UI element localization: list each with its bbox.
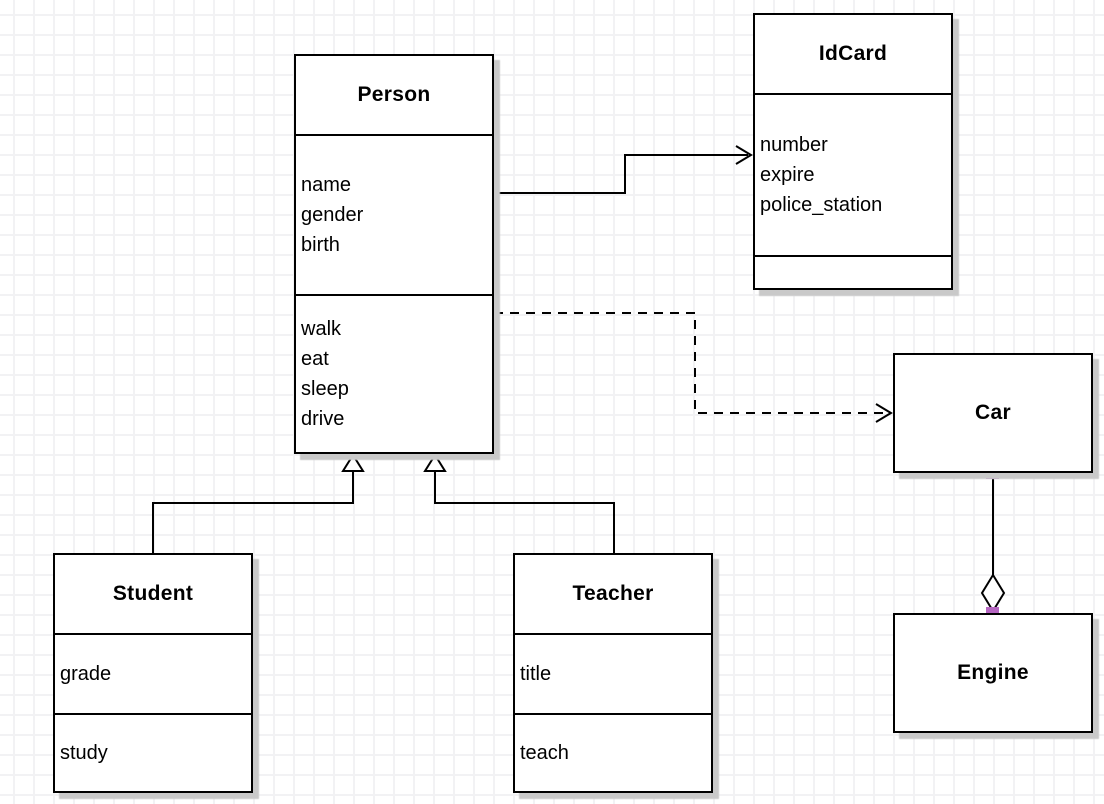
class-person[interactable]: Person name gender birth walk eat sleep …	[294, 54, 494, 454]
generalization-student-person[interactable]	[152, 453, 365, 553]
class-car[interactable]: Car	[893, 353, 1093, 473]
method: eat	[301, 348, 329, 370]
attribute: expire	[760, 164, 815, 186]
class-teacher[interactable]: Teacher title teach	[513, 553, 713, 793]
class-student[interactable]: Student grade study	[53, 553, 253, 793]
generalization-teacher-person[interactable]	[423, 453, 615, 553]
class-teacher-title: Teacher	[572, 582, 654, 605]
class-idcard-methods	[755, 255, 951, 288]
class-teacher-attributes: title	[515, 633, 711, 713]
class-teacher-methods: teach	[515, 713, 711, 791]
association-person-idcard[interactable]	[494, 145, 753, 194]
attribute: number	[760, 134, 828, 156]
class-student-title: Student	[112, 582, 194, 605]
class-student-attributes: grade	[55, 633, 251, 713]
method: drive	[301, 408, 345, 430]
hollow-diamond-icon	[980, 573, 1006, 613]
attribute: grade	[60, 663, 112, 685]
attribute: title	[520, 663, 552, 685]
attribute: name	[301, 174, 352, 196]
open-arrow-icon	[735, 145, 753, 165]
class-idcard-title: IdCard	[818, 42, 888, 65]
class-engine[interactable]: Engine	[893, 613, 1093, 733]
method: study	[60, 742, 108, 764]
class-idcard-attributes: number expire police_station	[755, 93, 951, 255]
dependency-person-car[interactable]	[494, 312, 893, 423]
class-person-title: Person	[357, 83, 431, 106]
open-arrow-icon	[875, 403, 893, 423]
class-engine-title: Engine	[957, 661, 1029, 684]
attribute: gender	[301, 204, 364, 226]
class-person-methods: walk eat sleep drive	[296, 294, 492, 452]
attribute: police_station	[760, 194, 883, 216]
attribute: birth	[301, 234, 340, 256]
method: teach	[520, 742, 569, 764]
class-car-title: Car	[975, 401, 1011, 424]
method: walk	[301, 318, 342, 340]
method: sleep	[301, 378, 349, 400]
hollow-triangle-icon	[341, 453, 365, 472]
class-idcard[interactable]: IdCard number expire police_station	[753, 13, 953, 290]
class-person-attributes: name gender birth	[296, 134, 492, 294]
hollow-triangle-icon	[423, 453, 447, 472]
aggregation-car-engine[interactable]	[980, 466, 1006, 620]
class-student-methods: study	[55, 713, 251, 791]
